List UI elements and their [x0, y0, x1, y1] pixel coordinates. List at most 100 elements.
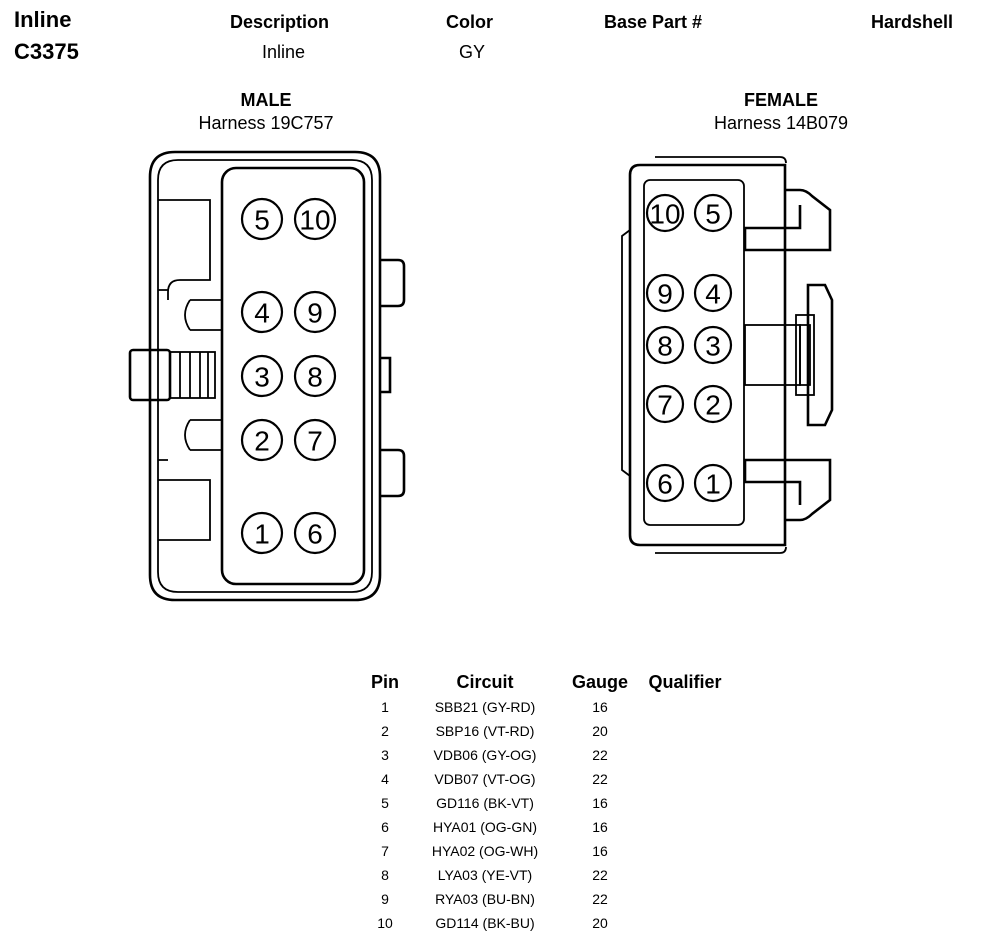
- pin-cell: 8: [381, 867, 389, 883]
- circuit-cell: HYA01 (OG-GN): [433, 819, 537, 835]
- male-pin: 7: [293, 418, 337, 462]
- gauge-header: Gauge: [571, 671, 628, 692]
- svg-text:4: 4: [254, 298, 270, 329]
- male-pin: 8: [293, 354, 337, 398]
- base-part-label: Base Part #: [604, 12, 703, 32]
- color-value: GY: [459, 42, 486, 62]
- svg-text:6: 6: [657, 469, 673, 500]
- female-pin: 7: [645, 384, 685, 424]
- svg-text:2: 2: [705, 390, 721, 421]
- male-subtitle: Harness 19C757: [198, 113, 334, 133]
- connector-diagram: 5 10 4 9 3 8 2 7 1 6 10 5 9 4 8 3 7 2: [128, 150, 834, 602]
- svg-text:1: 1: [254, 519, 270, 550]
- pin-cell: 1: [381, 699, 389, 715]
- circuit-cell: SBP16 (VT-RD): [435, 723, 535, 739]
- female-pin: 9: [645, 273, 685, 313]
- female-pin: 10: [645, 193, 685, 233]
- table-row: 4 VDB07 (VT-OG) 22: [360, 767, 730, 791]
- circuit-cell: RYA03 (BU-BN): [435, 891, 535, 907]
- circuit-cell: SBB21 (GY-RD): [434, 699, 536, 715]
- female-pin: 1: [693, 463, 733, 503]
- table-row: 8 LYA03 (YE-VT) 22: [360, 863, 730, 887]
- gauge-cell: 16: [592, 843, 608, 859]
- svg-text:10: 10: [299, 205, 330, 236]
- gauge-cell: 16: [592, 819, 608, 835]
- gauge-cell: 16: [592, 795, 608, 811]
- table-header-row: Pin Circuit Gauge Qualifier: [360, 669, 730, 695]
- circuit-header: Circuit: [456, 671, 514, 692]
- table-row: 1 SBB21 (GY-RD) 16: [360, 695, 730, 719]
- male-title: MALE: [240, 90, 292, 110]
- svg-text:5: 5: [254, 205, 270, 236]
- table-row: 2 SBP16 (VT-RD) 20: [360, 719, 730, 743]
- male-pin: 9: [293, 290, 337, 334]
- circuit-cell: HYA02 (OG-WH): [431, 843, 539, 859]
- pin-cell: 10: [377, 915, 393, 931]
- gauge-cell: 20: [592, 915, 608, 931]
- svg-text:5: 5: [705, 199, 721, 230]
- svg-text:8: 8: [307, 362, 323, 393]
- male-pin: 4: [240, 290, 284, 334]
- male-pin: 10: [293, 197, 337, 241]
- svg-text:7: 7: [307, 426, 323, 457]
- circuit-cell: LYA03 (YE-VT): [437, 867, 533, 883]
- circuit-cell: VDB06 (GY-OG): [433, 747, 537, 763]
- female-pin: 4: [693, 273, 733, 313]
- female-pins: 10 5 9 4 8 3 7 2 6 1: [645, 193, 733, 503]
- female-pin: 6: [645, 463, 685, 503]
- table-row: 9 RYA03 (BU-BN) 22: [360, 887, 730, 911]
- gauge-cell: 22: [592, 867, 608, 883]
- svg-text:10: 10: [649, 199, 680, 230]
- male-pin: 5: [240, 197, 284, 241]
- connector-title-line1: Inline: [14, 7, 72, 32]
- circuit-cell: GD116 (BK-VT): [436, 795, 534, 811]
- description-value: Inline: [262, 42, 306, 62]
- svg-text:2: 2: [254, 426, 270, 457]
- svg-text:6: 6: [307, 519, 323, 550]
- svg-text:4: 4: [705, 279, 721, 310]
- circuit-cell: GD114 (BK-BU): [435, 915, 535, 931]
- pin-table: Pin Circuit Gauge Qualifier 1 SBB21 (GY-R…: [360, 669, 730, 935]
- pin-cell: 6: [381, 819, 389, 835]
- pin-header: Pin: [370, 671, 399, 692]
- female-subtitle: Harness 14B079: [713, 113, 849, 133]
- gauge-cell: 22: [592, 747, 608, 763]
- pin-cell: 5: [381, 795, 389, 811]
- male-pins: 5 10 4 9 3 8 2 7 1 6: [240, 197, 337, 555]
- table-row: 7 HYA02 (OG-WH) 16: [360, 839, 730, 863]
- male-connector-body: [128, 150, 406, 602]
- male-pin: 3: [240, 354, 284, 398]
- female-pin: 8: [645, 325, 685, 365]
- description-label: Description: [230, 12, 330, 32]
- female-pin: 3: [693, 325, 733, 365]
- table-row: 3 VDB06 (GY-OG) 22: [360, 743, 730, 767]
- svg-text:9: 9: [657, 279, 673, 310]
- gauge-cell: 20: [592, 723, 608, 739]
- gauge-cell: 16: [592, 699, 608, 715]
- color-label: Color: [446, 12, 493, 32]
- gauge-cell: 22: [592, 771, 608, 787]
- svg-text:8: 8: [657, 331, 673, 362]
- male-pin: 6: [293, 511, 337, 555]
- svg-text:9: 9: [307, 298, 323, 329]
- gauge-cell: 22: [592, 891, 608, 907]
- svg-text:3: 3: [705, 331, 721, 362]
- pin-cell: 9: [381, 891, 389, 907]
- female-pin: 5: [693, 193, 733, 233]
- pin-cell: 4: [381, 771, 389, 787]
- table-row: 5 GD116 (BK-VT) 16: [360, 791, 730, 815]
- male-pin: 2: [240, 418, 284, 462]
- connector-title-line2: C3375: [14, 39, 79, 64]
- pin-cell: 7: [381, 843, 389, 859]
- svg-text:3: 3: [254, 362, 270, 393]
- svg-text:1: 1: [705, 469, 721, 500]
- table-row: 6 HYA01 (OG-GN) 16: [360, 815, 730, 839]
- male-pin: 1: [240, 511, 284, 555]
- pin-cell: 3: [381, 747, 389, 763]
- female-connector-body: [621, 156, 834, 554]
- female-title: FEMALE: [744, 90, 818, 110]
- circuit-cell: VDB07 (VT-OG): [434, 771, 536, 787]
- qualifier-header: Qualifier: [648, 671, 722, 692]
- pin-cell: 2: [381, 723, 389, 739]
- table-row: 10 GD114 (BK-BU) 20: [360, 911, 730, 935]
